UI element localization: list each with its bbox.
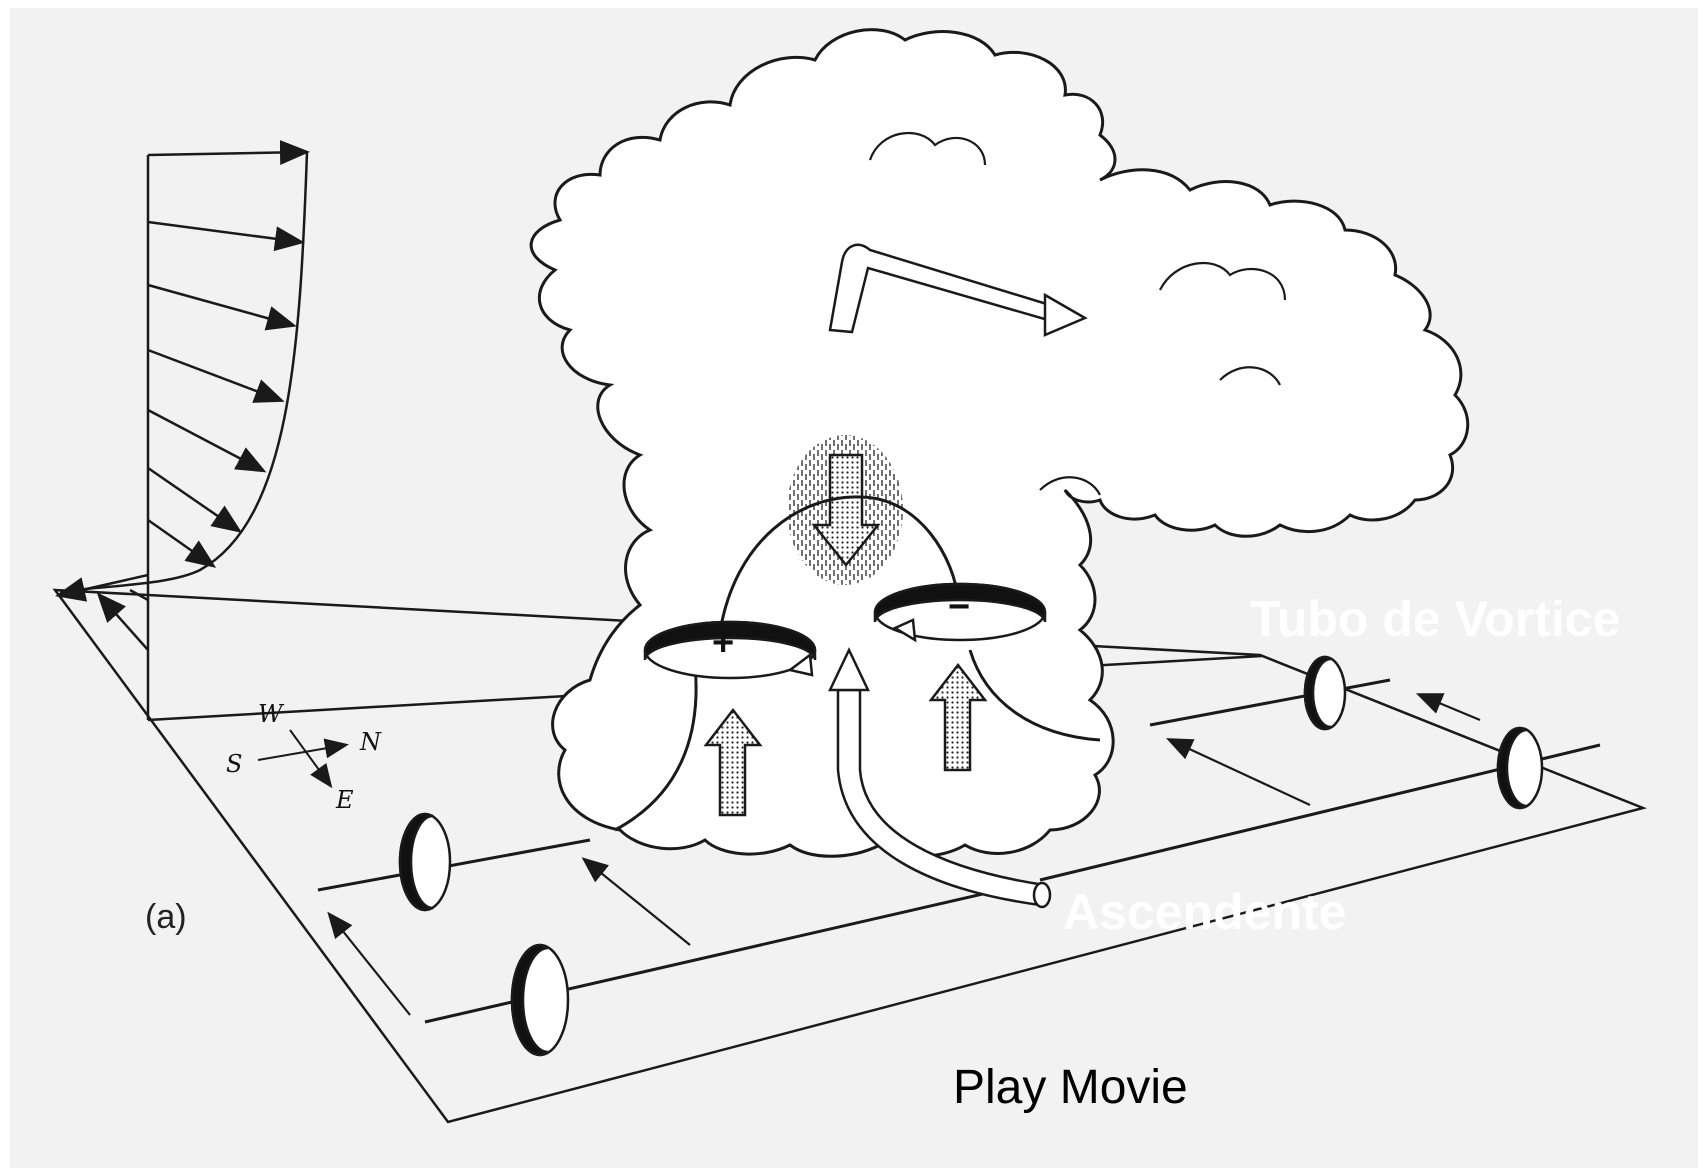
compass-east: E [336,786,354,814]
ground-ring-2 [512,945,568,1055]
compass-west: W [258,700,283,728]
ground-ring-1 [400,814,450,910]
vortex-tube-label: Tubo de Vortice [1250,590,1620,648]
ground-ring-3 [1305,657,1345,729]
positive-vortex-sign: + [712,622,734,665]
compass-north: N [360,728,381,756]
ground-ring-4 [1498,728,1542,808]
negative-vortex-sign: − [948,586,970,629]
updraft-label: Ascendente [1063,883,1346,941]
panel-label: (a) [145,898,187,937]
play-movie-link[interactable]: Play Movie [953,1060,1188,1115]
compass-south: S [226,750,242,778]
